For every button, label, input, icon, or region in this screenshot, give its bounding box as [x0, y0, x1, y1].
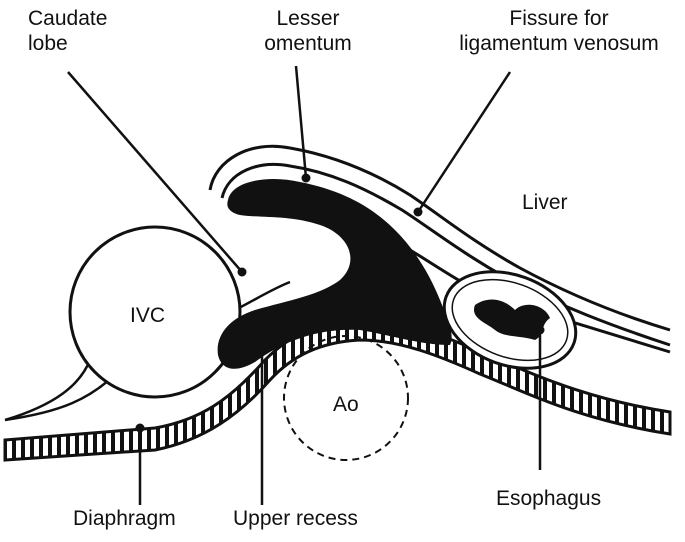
diaphragm-label: Diaphragm	[73, 507, 176, 530]
caudate-lobe-label: Caudate lobe	[28, 6, 107, 56]
fissure-label: Fissure for ligamentum venosum	[444, 6, 674, 56]
esophagus-label: Esophagus	[496, 487, 602, 510]
liver-label: Liver	[522, 191, 568, 214]
fissure-line-1: Fissure for	[509, 7, 609, 30]
aorta-circle	[283, 335, 409, 461]
fissure-line-2: ligamentum venosum	[459, 32, 659, 55]
esophagus-shape	[442, 270, 578, 370]
caudate-lobe-line-1: Caudate	[28, 7, 108, 30]
lesser-omentum-line-2: omentum	[264, 32, 352, 55]
ao-label: Ao	[333, 393, 359, 416]
caudate-lobe-line-2: lobe	[28, 32, 68, 55]
leader-lines	[67, 65, 542, 505]
lesser-omentum-label: Lesser omentum	[253, 6, 363, 56]
leader-dots	[135, 173, 545, 433]
upper-recess-label: Upper recess	[233, 507, 358, 530]
upper-recess-fill	[217, 179, 452, 369]
ivc-label: IVC	[130, 304, 166, 327]
lesser-omentum-line-1: Lesser	[276, 7, 340, 30]
ivc-circle	[68, 225, 242, 399]
